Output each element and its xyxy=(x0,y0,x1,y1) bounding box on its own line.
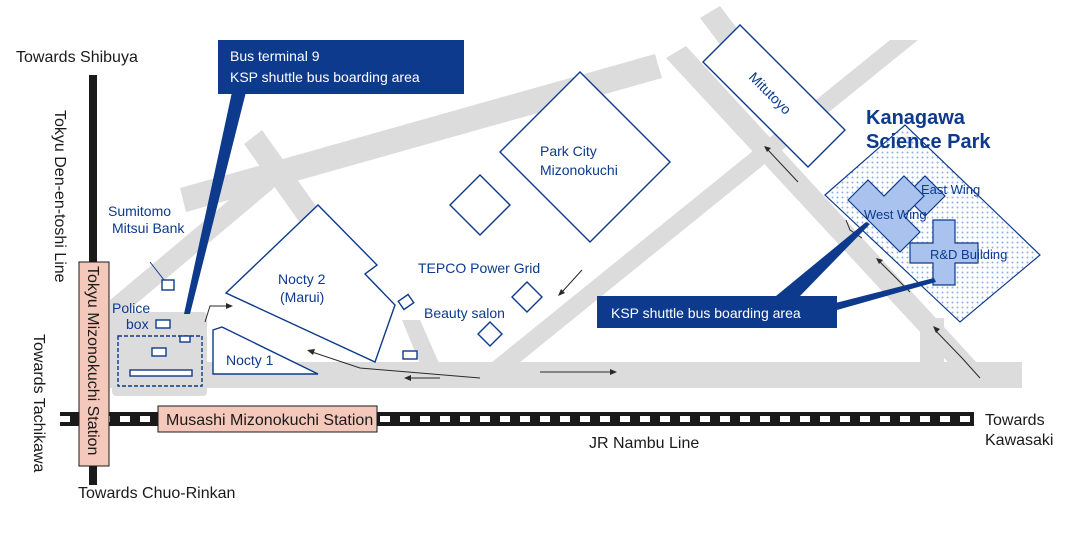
park-city-label-line1: Park City xyxy=(540,143,597,159)
small-building-a xyxy=(397,293,415,311)
small-building-b xyxy=(402,350,418,360)
police-box-label-line1: Police xyxy=(112,300,150,316)
nocty-1-building xyxy=(212,326,319,375)
park-city-building xyxy=(499,71,671,243)
jr-nambu-line-label: JR Nambu Line xyxy=(589,435,699,452)
bus-terminal-outline xyxy=(117,335,203,387)
police-box-label-line2: box xyxy=(126,316,149,332)
beauty-salon-label: Beauty salon xyxy=(424,305,505,321)
small-building xyxy=(477,321,503,347)
towards-chuo-rinkan-label: Towards Chuo-Rinkan xyxy=(78,485,235,502)
west-wing-building xyxy=(847,175,925,253)
road-sumitomo xyxy=(110,174,274,314)
route-arrows xyxy=(204,146,981,381)
road-mitutoyo xyxy=(666,46,1000,388)
rd-building-label: R&D Building xyxy=(930,247,1007,262)
east-wing-building xyxy=(904,175,946,217)
terminal-island-a xyxy=(151,347,167,357)
ksp-boarding-callout: KSP shuttle bus boarding area xyxy=(597,222,936,328)
science-park-title-line2: Science Park xyxy=(866,131,991,153)
east-wing-label: East Wing xyxy=(921,182,980,197)
tepco-building xyxy=(449,174,511,236)
police-box xyxy=(155,319,171,329)
bus-terminal-callout-line2: KSP shuttle bus boarding area xyxy=(230,69,420,85)
rd-building xyxy=(909,219,979,286)
sumitomo-label-line1: Sumitomo xyxy=(108,203,171,219)
science-park xyxy=(824,124,1041,323)
tokyu-mizonokuchi-station-label: Tokyu Mizonokuchi Station xyxy=(84,266,101,455)
ksp-boarding-callout-text: KSP shuttle bus boarding area xyxy=(611,305,801,321)
towards-kawasaki-label-line1: Towards xyxy=(985,412,1045,429)
tepco-label: TEPCO Power Grid xyxy=(418,260,540,276)
west-wing-label: West Wing xyxy=(864,207,927,222)
tokyu-mizonokuchi-station: Tokyu Mizonokuchi Station xyxy=(78,261,110,467)
bus-terminal-callout-line1: Bus terminal 9 xyxy=(230,48,320,64)
beauty-salon-building xyxy=(511,281,543,313)
diagonal-road-upper xyxy=(180,54,662,212)
sumitomo-building xyxy=(161,279,175,291)
nocty-1-label: Nocty 1 xyxy=(226,352,274,368)
sumitomo-label-line2: Mitsui Bank xyxy=(112,220,185,236)
musashi-mizonokuchi-station-label: Musashi Mizonokuchi Station xyxy=(166,412,373,429)
mitutoyo-building xyxy=(702,24,846,168)
tokyu-line-label: Tokyu Den-en-toshi Line xyxy=(51,110,68,283)
park-city-label-line2: Mizonokuchi xyxy=(540,162,618,178)
bus-terminal-callout: Bus terminal 9 KSP shuttle bus boarding … xyxy=(184,40,464,314)
towards-kawasaki-label-line2: Kawasaki xyxy=(985,432,1053,449)
road-nocty-link xyxy=(402,320,450,388)
musashi-mizonokuchi-station: Musashi Mizonokuchi Station xyxy=(157,405,378,433)
road-right-vertical xyxy=(920,318,944,388)
nocty-2-label-line1: Nocty 2 xyxy=(278,271,326,287)
nocty-2-building xyxy=(224,204,396,363)
science-park-title-line1: Kanagawa xyxy=(866,107,966,129)
buildings xyxy=(117,24,846,387)
terminal-island-c xyxy=(179,335,191,343)
towards-tachikawa-label: Towards Tachikawa xyxy=(30,334,47,473)
towards-shibuya-label: Towards Shibuya xyxy=(16,49,138,66)
terminal-island-b xyxy=(129,369,193,377)
nocty-2-label-line2: (Marui) xyxy=(280,289,324,305)
